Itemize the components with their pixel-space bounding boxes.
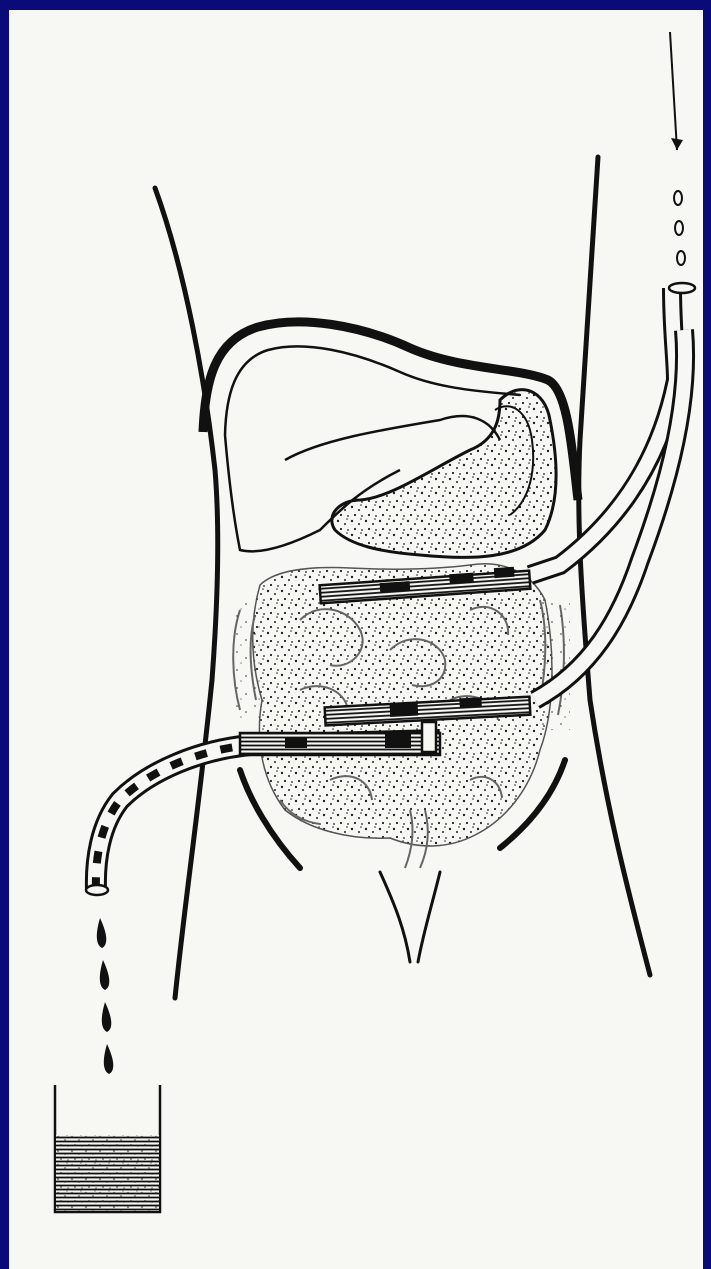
stomach: [332, 390, 556, 558]
collection-container: [55, 1085, 160, 1212]
abdominal-drainage-diagram: [9, 10, 703, 1269]
illustration-panel: [9, 10, 703, 1269]
